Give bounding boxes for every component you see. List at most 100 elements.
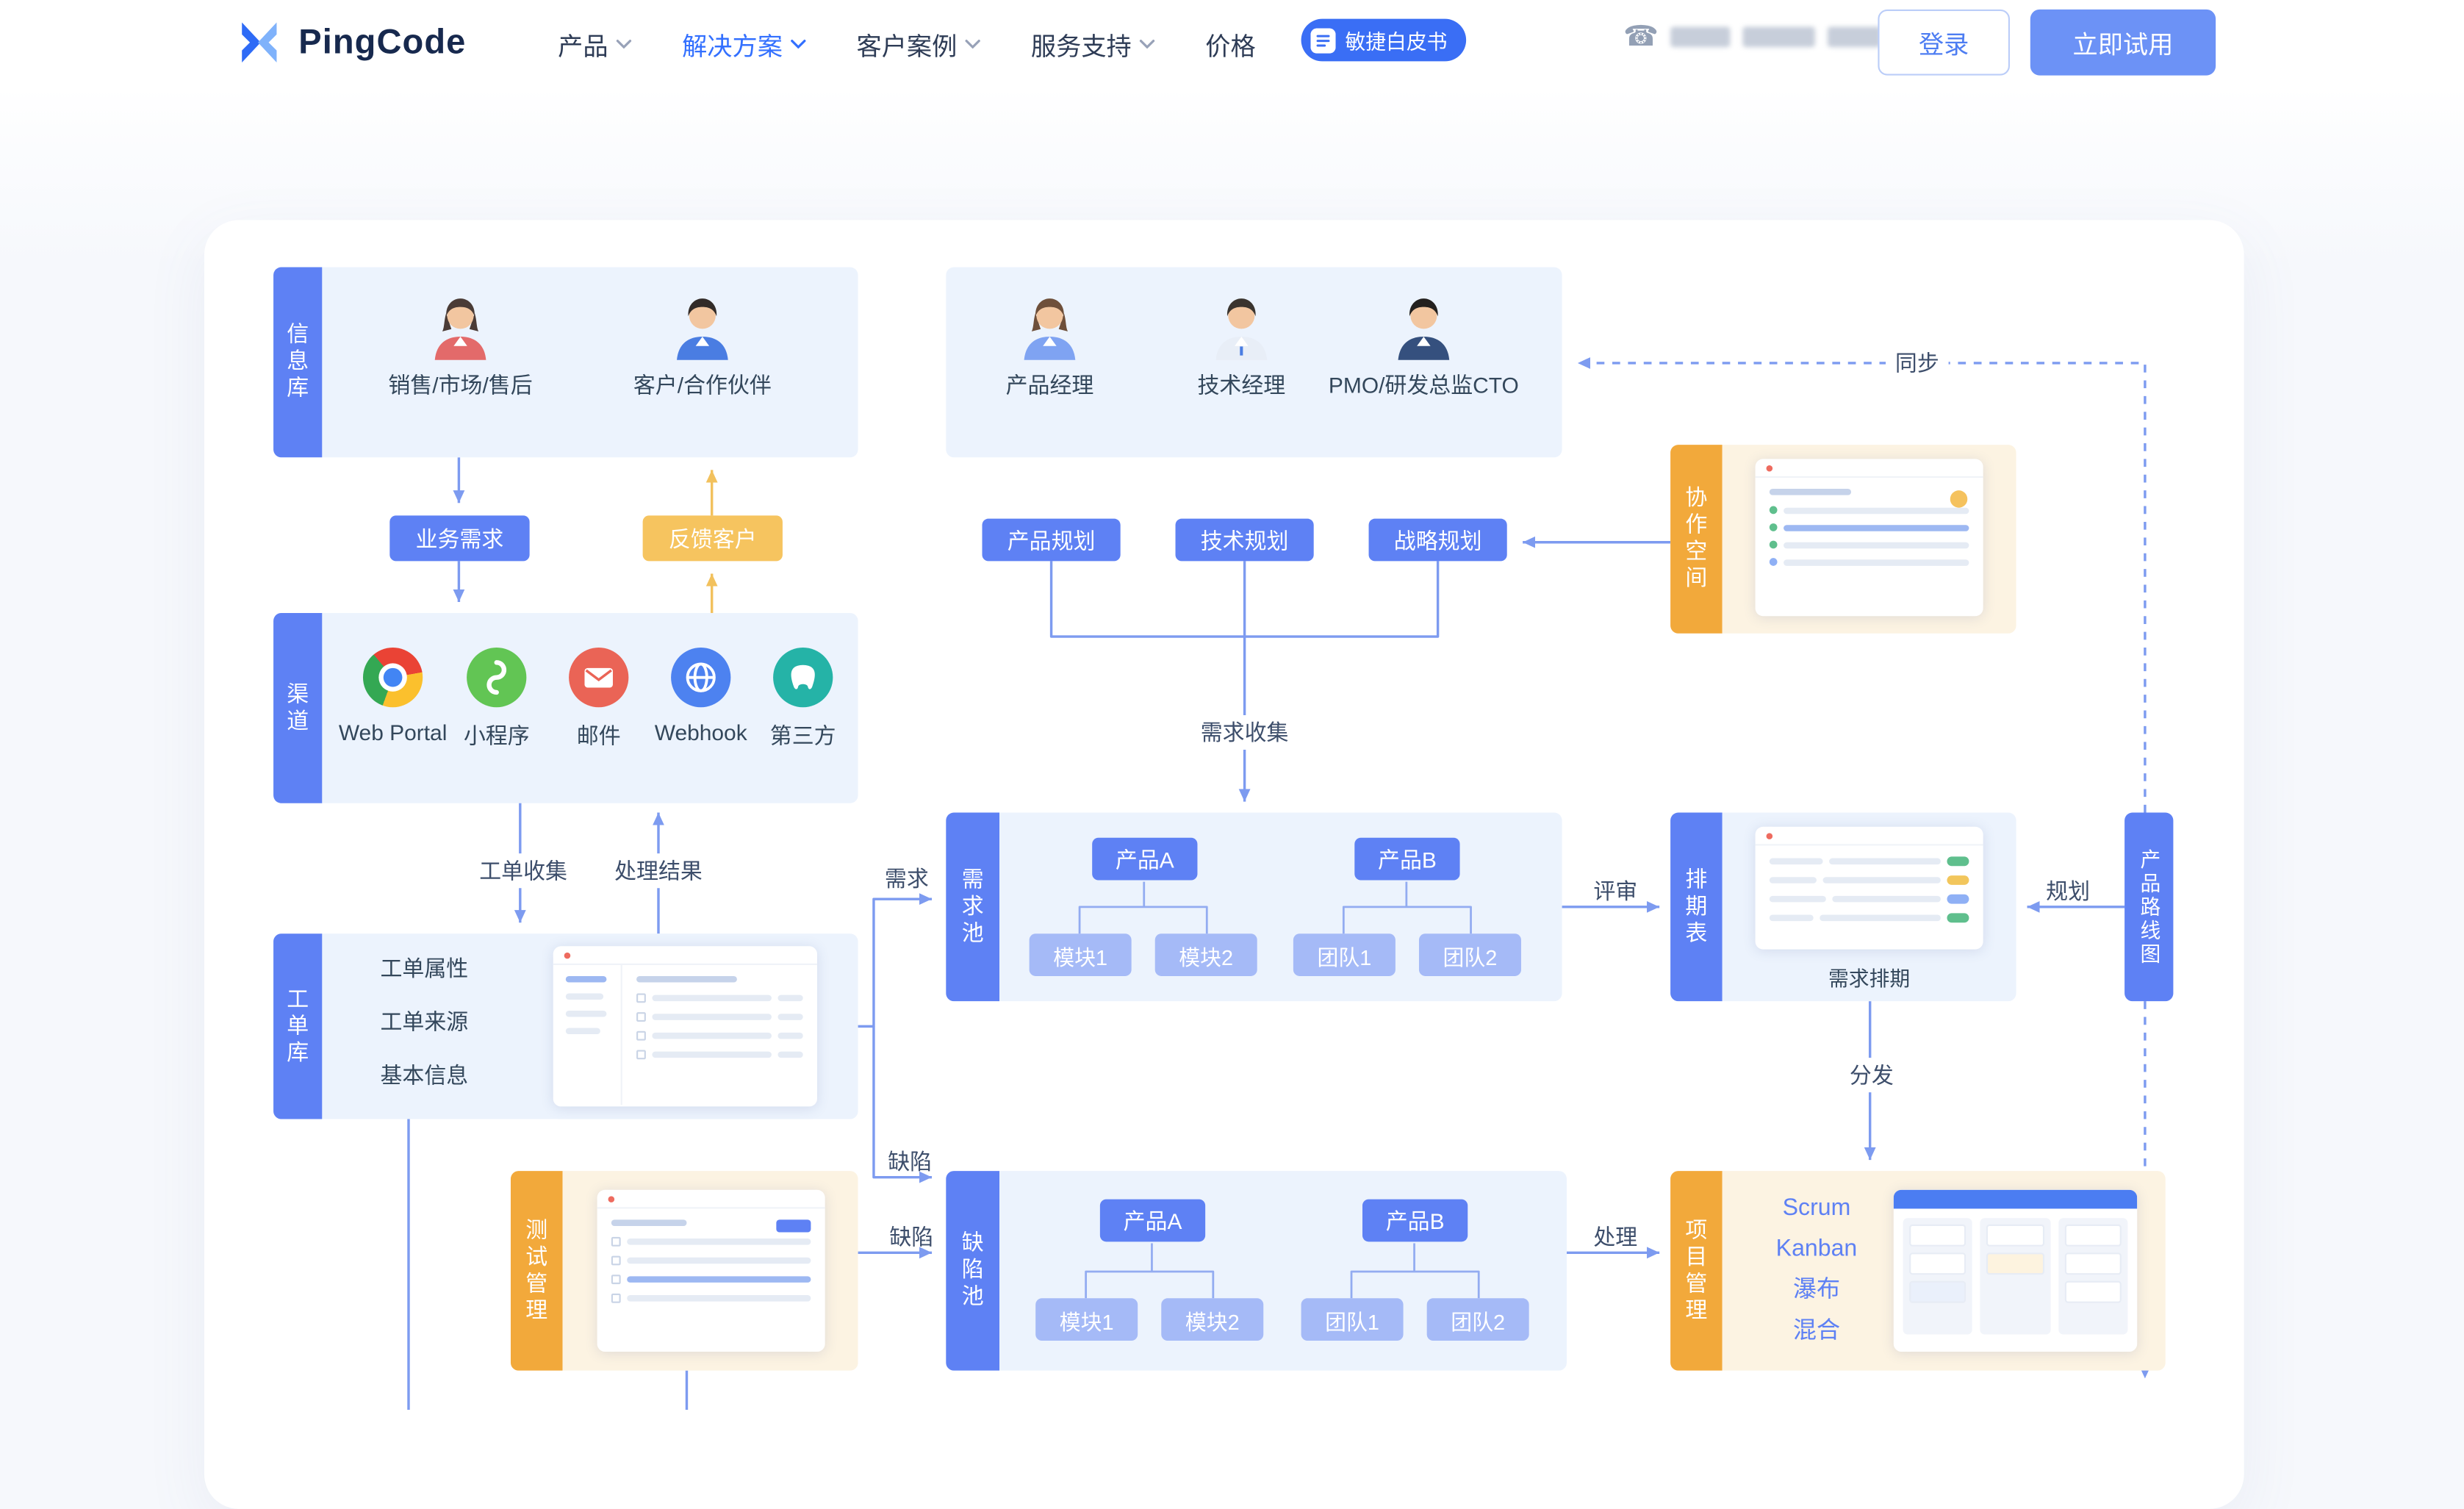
nav-label: 客户案例 <box>856 35 958 62</box>
ticket-repo-items: 工单属性 工单来源 基本信息 <box>380 953 468 1113</box>
schedule-caption: 需求排期 <box>1828 967 1911 991</box>
edge-label-defect-from-ticket: 缺陷 <box>888 1149 933 1175</box>
schedule-window-thumbnail <box>1755 826 1983 950</box>
project-mgmt-tab: 项目管理 <box>1670 1171 1723 1371</box>
chevron-down-icon <box>791 39 806 49</box>
channel-thirdparty: 第三方 <box>732 648 873 751</box>
persona-sales: 销售/市场/售后 <box>342 289 578 401</box>
tree-connector-lines <box>1078 881 1480 1299</box>
defect-module1-chip: 模块1 <box>1035 1298 1138 1341</box>
defect-team1-chip: 团队1 <box>1301 1298 1404 1341</box>
defect-product-a-chip: 产品A <box>1099 1199 1206 1242</box>
channel-label: Webhook <box>654 720 747 745</box>
globe-webhook-icon <box>671 648 731 708</box>
channels-tab: 渠道 <box>273 612 323 803</box>
channels-box <box>322 612 858 803</box>
channel-label: 邮件 <box>576 723 621 748</box>
ticket-window-thumbnail <box>553 946 817 1107</box>
collab-space-tab: 协作空间 <box>1670 445 1723 634</box>
method-item: Kanban <box>1775 1235 1858 1263</box>
whitepaper-badge-label: 敏捷白皮书 <box>1345 29 1448 54</box>
pingcode-solutions-page: PingCode 产品 解决方案 客户案例 服务支持 价格 <box>0 0 2464 1411</box>
ticket-repo-tab: 工单库 <box>273 933 323 1119</box>
nav-item-customers[interactable]: 客户案例 <box>856 25 980 62</box>
persona-label: 技术经理 <box>1197 372 1286 398</box>
info-repo-box <box>322 267 858 458</box>
demand-team1-chip: 团队1 <box>1293 933 1396 976</box>
logo-text: PingCode <box>298 21 467 62</box>
pmo-avatar-icon <box>1398 298 1450 360</box>
defect-product-b-chip: 产品B <box>1362 1199 1468 1242</box>
nav-item-products[interactable]: 产品 <box>558 25 632 62</box>
pingcode-logo[interactable]: PingCode <box>232 15 466 69</box>
customer-avatar-icon <box>677 298 728 360</box>
collab-window-thumbnail <box>1755 459 1983 617</box>
nav-item-pricing[interactable]: 价格 <box>1205 25 1255 62</box>
method-item: 混合 <box>1792 1316 1841 1344</box>
channel-label: Web Portal <box>338 720 448 745</box>
whitepaper-book-icon <box>1310 27 1336 53</box>
demand-pool-tab: 需求池 <box>946 812 1000 1002</box>
demand-module1-chip: 模块1 <box>1029 933 1132 976</box>
channel-email: 邮件 <box>528 648 669 751</box>
free-trial-button[interactable]: 立即试用 <box>2030 9 2216 76</box>
info-repo-tab: 信息库 <box>273 267 323 458</box>
roadmap-tab: 产品路线图 <box>2124 812 2174 1002</box>
edge-label-review: 评审 <box>1593 878 1638 904</box>
feedback-chip: 反馈客户 <box>642 515 783 562</box>
pingcode-logo-icon <box>242 22 277 63</box>
nav-label: 解决方案 <box>682 35 783 62</box>
edge-label-handle-result: 处理结果 <box>605 853 712 889</box>
method-item: Scrum <box>1782 1194 1851 1222</box>
defect-module2-chip: 模块2 <box>1161 1298 1264 1341</box>
persona-product-manager: 产品经理 <box>932 289 1168 401</box>
demand-product-a-chip: 产品A <box>1092 837 1198 881</box>
tooth-thirdparty-icon <box>773 648 833 708</box>
nav-item-support[interactable]: 服务支持 <box>1031 25 1155 62</box>
persona-customer: 客户/合作伙伴 <box>584 289 820 401</box>
persona-label: 客户/合作伙伴 <box>633 372 772 398</box>
nav-label: 价格 <box>1205 35 1256 62</box>
demand-team2-chip: 团队2 <box>1418 933 1521 976</box>
edge-label-ticket-collect: 工单收集 <box>470 853 577 889</box>
phone-icon: ☎ <box>1623 20 1659 52</box>
demand-product-b-chip: 产品B <box>1354 837 1460 881</box>
miniprogram-icon <box>467 648 527 708</box>
login-button[interactable]: 登录 <box>1878 9 2011 76</box>
nav-item-solutions[interactable]: 解决方案 <box>682 25 806 62</box>
edge-label-handle: 处理 <box>1593 1224 1638 1250</box>
top-navigation-bar: PingCode 产品 解决方案 客户案例 服务支持 价格 <box>0 0 2464 88</box>
defect-team2-chip: 团队2 <box>1426 1298 1529 1341</box>
persona-label: 销售/市场/售后 <box>388 372 533 398</box>
project-methods-list: Scrum Kanban 瀑布 混合 <box>1738 1189 1895 1352</box>
solution-diagram: 信息库 销售/市场/售后 客户/合作伙伴 业务需求 反馈客户 渠道 <box>273 267 2174 1411</box>
test-window-thumbnail <box>597 1189 825 1352</box>
persona-label: PMO/研发总监CTO <box>1328 372 1519 398</box>
chrome-browser-icon <box>362 648 423 708</box>
chevron-down-icon <box>1140 39 1155 49</box>
nav-label: 服务支持 <box>1030 35 1132 62</box>
chevron-down-icon <box>616 39 632 49</box>
nav-label: 产品 <box>558 35 608 62</box>
channel-webhook: Webhook <box>630 648 771 745</box>
product-manager-avatar-icon <box>1024 298 1076 360</box>
edge-label-demand-collect: 需求收集 <box>1190 714 1299 750</box>
mail-icon <box>569 648 629 708</box>
channel-label: 小程序 <box>463 723 530 748</box>
product-plan-chip: 产品规划 <box>982 518 1121 562</box>
tech-manager-avatar-icon <box>1215 298 1268 360</box>
edge-label-demand: 需求 <box>884 866 929 892</box>
demand-module2-chip: 模块2 <box>1154 933 1257 976</box>
test-mgmt-tab: 测试管理 <box>510 1171 563 1371</box>
main-nav: 产品 解决方案 客户案例 服务支持 价格 <box>558 0 1256 88</box>
schedule-tab: 排期表 <box>1670 812 1723 1002</box>
tech-plan-chip: 技术规划 <box>1175 518 1314 562</box>
strategy-plan-chip: 战略规划 <box>1368 518 1507 562</box>
edge-label-defect-from-test: 缺陷 <box>889 1224 934 1250</box>
edge-label-plan: 规划 <box>2046 878 2091 904</box>
agile-whitepaper-badge[interactable]: 敏捷白皮书 <box>1301 18 1467 62</box>
channel-miniprogram: 小程序 <box>426 648 567 751</box>
ticket-item: 基本信息 <box>380 1062 469 1088</box>
sales-avatar-icon <box>434 298 486 360</box>
phone-number-redacted: ☎ <box>1623 22 1882 50</box>
